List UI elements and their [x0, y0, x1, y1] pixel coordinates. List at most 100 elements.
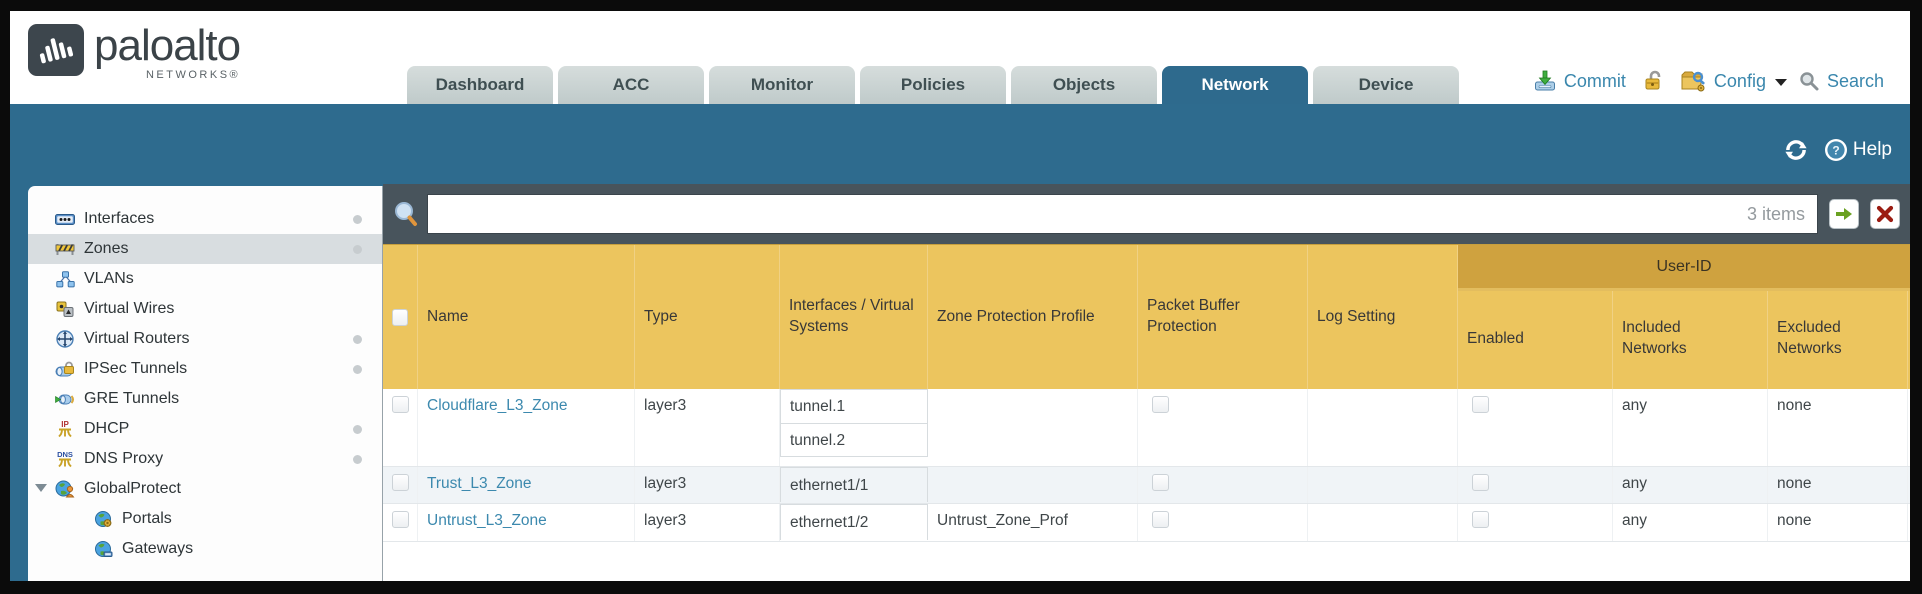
column-header-name[interactable]: Name — [418, 245, 635, 389]
table-row[interactable]: Cloudflare_L3_Zone layer3 tunnel.1 tunne… — [383, 389, 1910, 467]
apply-filter-button[interactable] — [1829, 199, 1859, 229]
sidebar-nav: Interfaces Zones — [28, 186, 383, 581]
packet-buffer-protection-checkbox[interactable] — [1152, 396, 1169, 413]
items-count: 3 items — [1746, 203, 1805, 224]
tab-policies[interactable]: Policies — [860, 66, 1006, 104]
included-networks-cell: any — [1613, 504, 1768, 541]
help-icon: ? — [1823, 137, 1849, 163]
column-header-enabled[interactable]: Enabled — [1458, 245, 1613, 389]
tab-acc[interactable]: ACC — [558, 66, 704, 104]
app-window: paloalto NETWORKS® Dashboard ACC Monitor… — [10, 11, 1910, 581]
user-id-group-header: User-ID — [1458, 245, 1910, 291]
expand-caret-icon[interactable] — [35, 484, 47, 492]
tab-objects[interactable]: Objects — [1011, 66, 1157, 104]
sidebar-item-label: DHCP — [84, 420, 130, 437]
sidebar-item-vlans[interactable]: VLANs — [28, 264, 382, 294]
interfaces-icon — [54, 212, 76, 227]
zone-interfaces-cell: ethernet1/2 — [780, 504, 928, 541]
zone-type-cell: layer3 — [635, 389, 780, 466]
brand-subtext: NETWORKS® — [145, 69, 241, 81]
zone-name-link[interactable]: Trust_L3_Zone — [427, 475, 532, 492]
sidebar-item-label: VLANs — [84, 270, 134, 287]
sidebar-item-portals[interactable]: Portals — [28, 504, 382, 534]
virtual-wires-icon — [54, 301, 76, 317]
sidebar-item-label: GlobalProtect — [84, 480, 181, 497]
lock-icon[interactable] — [1643, 69, 1665, 93]
column-header-interfaces[interactable]: Interfaces / Virtual Systems — [780, 245, 928, 389]
tab-monitor[interactable]: Monitor — [709, 66, 855, 104]
column-header-zone-protection-profile[interactable]: Zone Protection Profile — [928, 245, 1138, 389]
sidebar-item-gre-tunnels[interactable]: GRE Tunnels — [28, 384, 382, 414]
status-dot — [353, 214, 362, 224]
refresh-icon[interactable] — [1783, 137, 1809, 163]
filter-input[interactable] — [428, 195, 1747, 233]
sidebar-item-interfaces[interactable]: Interfaces — [28, 204, 382, 234]
zone-interfaces-cell: tunnel.1 tunnel.2 — [780, 389, 928, 466]
row-checkbox[interactable] — [392, 511, 409, 528]
sidebar-item-label: GRE Tunnels — [84, 390, 180, 407]
config-icon — [1680, 69, 1707, 93]
column-header-type[interactable]: Type — [635, 245, 780, 389]
paloalto-logo: paloalto NETWORKS® — [28, 21, 241, 81]
sidebar-item-label: Zones — [84, 240, 129, 257]
virtual-routers-icon — [54, 330, 76, 348]
portals-icon — [92, 510, 114, 528]
sidebar-item-virtual-routers[interactable]: Virtual Routers — [28, 324, 382, 354]
user-id-enabled-checkbox[interactable] — [1472, 396, 1489, 413]
tab-dashboard[interactable]: Dashboard — [407, 66, 553, 104]
status-dot — [353, 424, 362, 434]
row-checkbox[interactable] — [392, 396, 409, 413]
packet-buffer-protection-checkbox[interactable] — [1152, 511, 1169, 528]
sidebar-item-zones[interactable]: Zones — [28, 234, 382, 264]
sidebar-item-globalprotect[interactable]: GlobalProtect — [28, 474, 382, 504]
ipsec-tunnels-icon — [54, 361, 76, 378]
sidebar-item-dhcp[interactable]: IP DHCP — [28, 414, 382, 444]
log-setting-cell — [1308, 467, 1458, 503]
sidebar-item-gateways[interactable]: Gateways — [28, 534, 382, 564]
tab-device[interactable]: Device — [1313, 66, 1459, 104]
config-caret-icon[interactable] — [1774, 78, 1787, 86]
clear-filter-button[interactable] — [1870, 199, 1900, 229]
packet-buffer-protection-checkbox[interactable] — [1152, 474, 1169, 491]
dns-proxy-icon: DNS — [54, 450, 76, 469]
log-setting-cell — [1308, 504, 1458, 541]
column-header-log-setting[interactable]: Log Setting — [1308, 245, 1458, 389]
table-row[interactable]: Trust_L3_Zone layer3 ethernet1/1 any non… — [383, 467, 1910, 504]
included-networks-cell: any — [1613, 467, 1768, 503]
filter-inputbox: 3 items — [427, 194, 1818, 234]
zone-name-link[interactable]: Untrust_L3_Zone — [427, 512, 547, 529]
included-networks-cell: any — [1613, 389, 1768, 466]
main-content: 3 items User-ID — [383, 184, 1910, 581]
commit-button[interactable]: Commit — [1563, 70, 1626, 91]
search-button[interactable]: Search — [1826, 70, 1884, 91]
config-button[interactable]: Config — [1713, 70, 1766, 91]
zone-name-link[interactable]: Cloudflare_L3_Zone — [427, 397, 568, 414]
column-header-packet-buffer-protection[interactable]: Packet Buffer Protection — [1138, 245, 1308, 389]
log-setting-cell — [1308, 389, 1458, 466]
excluded-networks-cell: none — [1768, 504, 1908, 541]
zone-protection-profile-cell — [928, 467, 1138, 503]
select-all-column-header — [383, 245, 418, 389]
user-id-enabled-checkbox[interactable] — [1472, 511, 1489, 528]
user-id-enabled-checkbox[interactable] — [1472, 474, 1489, 491]
sidebar-item-label: IPSec Tunnels — [84, 360, 188, 377]
interface-item: ethernet1/1 — [780, 467, 928, 502]
column-header-excluded-networks[interactable]: Excluded Networks — [1768, 245, 1908, 389]
gateways-icon — [92, 540, 114, 558]
svg-text:?: ? — [1832, 144, 1839, 158]
sidebar-item-ipsec-tunnels[interactable]: IPSec Tunnels — [28, 354, 382, 384]
row-checkbox[interactable] — [392, 474, 409, 491]
zone-type-cell: layer3 — [635, 467, 780, 503]
table-row[interactable]: Untrust_L3_Zone layer3 ethernet1/2 Untru… — [383, 504, 1910, 542]
brand-text: paloalto — [94, 21, 241, 70]
select-all-checkbox[interactable] — [392, 308, 408, 326]
tab-network[interactable]: Network — [1162, 66, 1308, 104]
column-header-included-networks[interactable]: Included Networks — [1613, 245, 1768, 389]
sidebar-item-dns-proxy[interactable]: DNS DNS Proxy — [28, 444, 382, 474]
zones-table-body: Cloudflare_L3_Zone layer3 tunnel.1 tunne… — [383, 389, 1910, 542]
help-button[interactable]: ? Help — [1823, 137, 1892, 163]
sidebar-item-virtual-wires[interactable]: Virtual Wires — [28, 294, 382, 324]
main-tabs: Dashboard ACC Monitor Policies Objects N… — [407, 66, 1459, 104]
status-dot — [353, 454, 362, 464]
gre-tunnels-icon — [54, 392, 76, 407]
